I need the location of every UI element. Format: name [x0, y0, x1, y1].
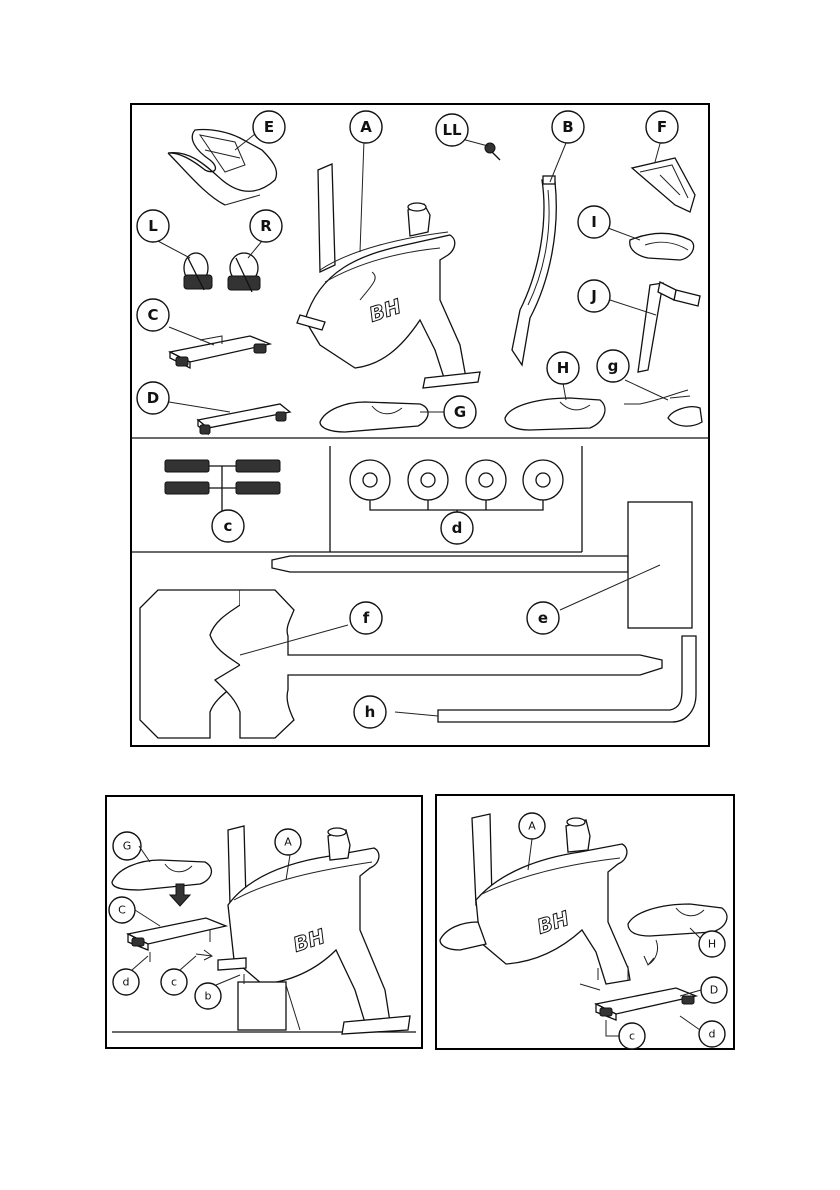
- svg-text:c: c: [629, 1030, 635, 1043]
- part-f-console: [632, 158, 695, 212]
- callout-B: B: [552, 111, 584, 143]
- callout-C: C: [137, 299, 169, 331]
- svg-text:e: e: [538, 609, 548, 627]
- svg-text:J: J: [590, 287, 597, 305]
- svg-text:C: C: [118, 904, 126, 917]
- svg-text:B: B: [562, 118, 573, 136]
- svg-text:G: G: [454, 403, 466, 421]
- svg-text:C: C: [147, 306, 158, 324]
- callout-e: e: [527, 602, 559, 634]
- part-d-stabilizer: [198, 404, 290, 434]
- svg-text:c: c: [171, 976, 177, 989]
- svg-text:H: H: [708, 938, 716, 951]
- callout-J: J: [578, 280, 610, 312]
- callout-G: G: [444, 396, 476, 428]
- svg-text:F: F: [657, 118, 667, 136]
- svg-text:g: g: [608, 357, 619, 375]
- svg-text:c: c: [224, 517, 233, 535]
- part-i-cover: [630, 233, 694, 260]
- part-l-pedal: [184, 253, 212, 290]
- svg-text:A: A: [284, 836, 292, 849]
- svg-text:D: D: [710, 984, 718, 997]
- step2-callout-c: c: [619, 1023, 645, 1049]
- callout-LL: LL: [436, 114, 468, 146]
- svg-text:A: A: [360, 118, 372, 136]
- part-e-wrench: [272, 502, 692, 628]
- part-h-allen-key: [395, 636, 696, 722]
- callout-A: A: [350, 111, 382, 143]
- callout-H: H: [547, 352, 579, 384]
- callout-R: R: [250, 210, 282, 242]
- callout-L: L: [137, 210, 169, 242]
- step1-callout-G: G: [113, 832, 141, 860]
- callout-I: I: [578, 206, 610, 238]
- part-c-bolts: [165, 460, 280, 512]
- svg-text:H: H: [557, 359, 570, 377]
- svg-text:d: d: [123, 976, 130, 989]
- callout-E: E: [253, 111, 285, 143]
- part-g-adapter: [624, 390, 702, 426]
- part-d-washers: [350, 460, 563, 518]
- svg-text:L: L: [148, 217, 158, 235]
- svg-text:D: D: [147, 389, 159, 407]
- svg-text:h: h: [365, 703, 376, 721]
- step1-illustration: BH: [112, 826, 416, 1034]
- step2-callout-D: D: [701, 977, 727, 1003]
- part-g-cover: [320, 402, 428, 432]
- callout-d: d: [441, 512, 473, 544]
- svg-text:G: G: [123, 840, 132, 853]
- svg-text:R: R: [260, 217, 272, 235]
- part-h-cover: [505, 398, 605, 430]
- part-b-column: [512, 176, 556, 365]
- svg-text:b: b: [205, 990, 212, 1003]
- step1-callout-b: b: [195, 983, 221, 1009]
- callout-F: F: [646, 111, 678, 143]
- part-a-main-frame: BH: [297, 164, 480, 388]
- svg-text:d: d: [452, 519, 463, 537]
- part-r-pedal: [228, 253, 260, 292]
- svg-text:E: E: [264, 118, 274, 136]
- svg-text:A: A: [528, 820, 536, 833]
- callout-h: h: [354, 696, 386, 728]
- svg-text:I: I: [591, 213, 597, 231]
- callout-c: c: [212, 510, 244, 542]
- step1-callout-d: d: [113, 969, 139, 995]
- callout-g: g: [597, 350, 629, 382]
- part-j-seat-post: [638, 282, 700, 372]
- svg-text:d: d: [709, 1028, 716, 1041]
- callout-D: D: [137, 382, 169, 414]
- svg-text:f: f: [363, 609, 370, 627]
- step2-callout-H: H: [699, 931, 725, 957]
- step1-callout-c: c: [161, 969, 187, 995]
- step1-callout-C: C: [109, 897, 135, 923]
- step1-callout-A: A: [275, 829, 301, 855]
- part-c-stabilizer: [170, 336, 270, 368]
- svg-text:LL: LL: [442, 121, 462, 139]
- step2-callout-A: A: [519, 813, 545, 839]
- step2-callout-d: d: [699, 1021, 725, 1047]
- callout-f: f: [350, 602, 382, 634]
- step2-illustration: BH: [440, 814, 727, 1020]
